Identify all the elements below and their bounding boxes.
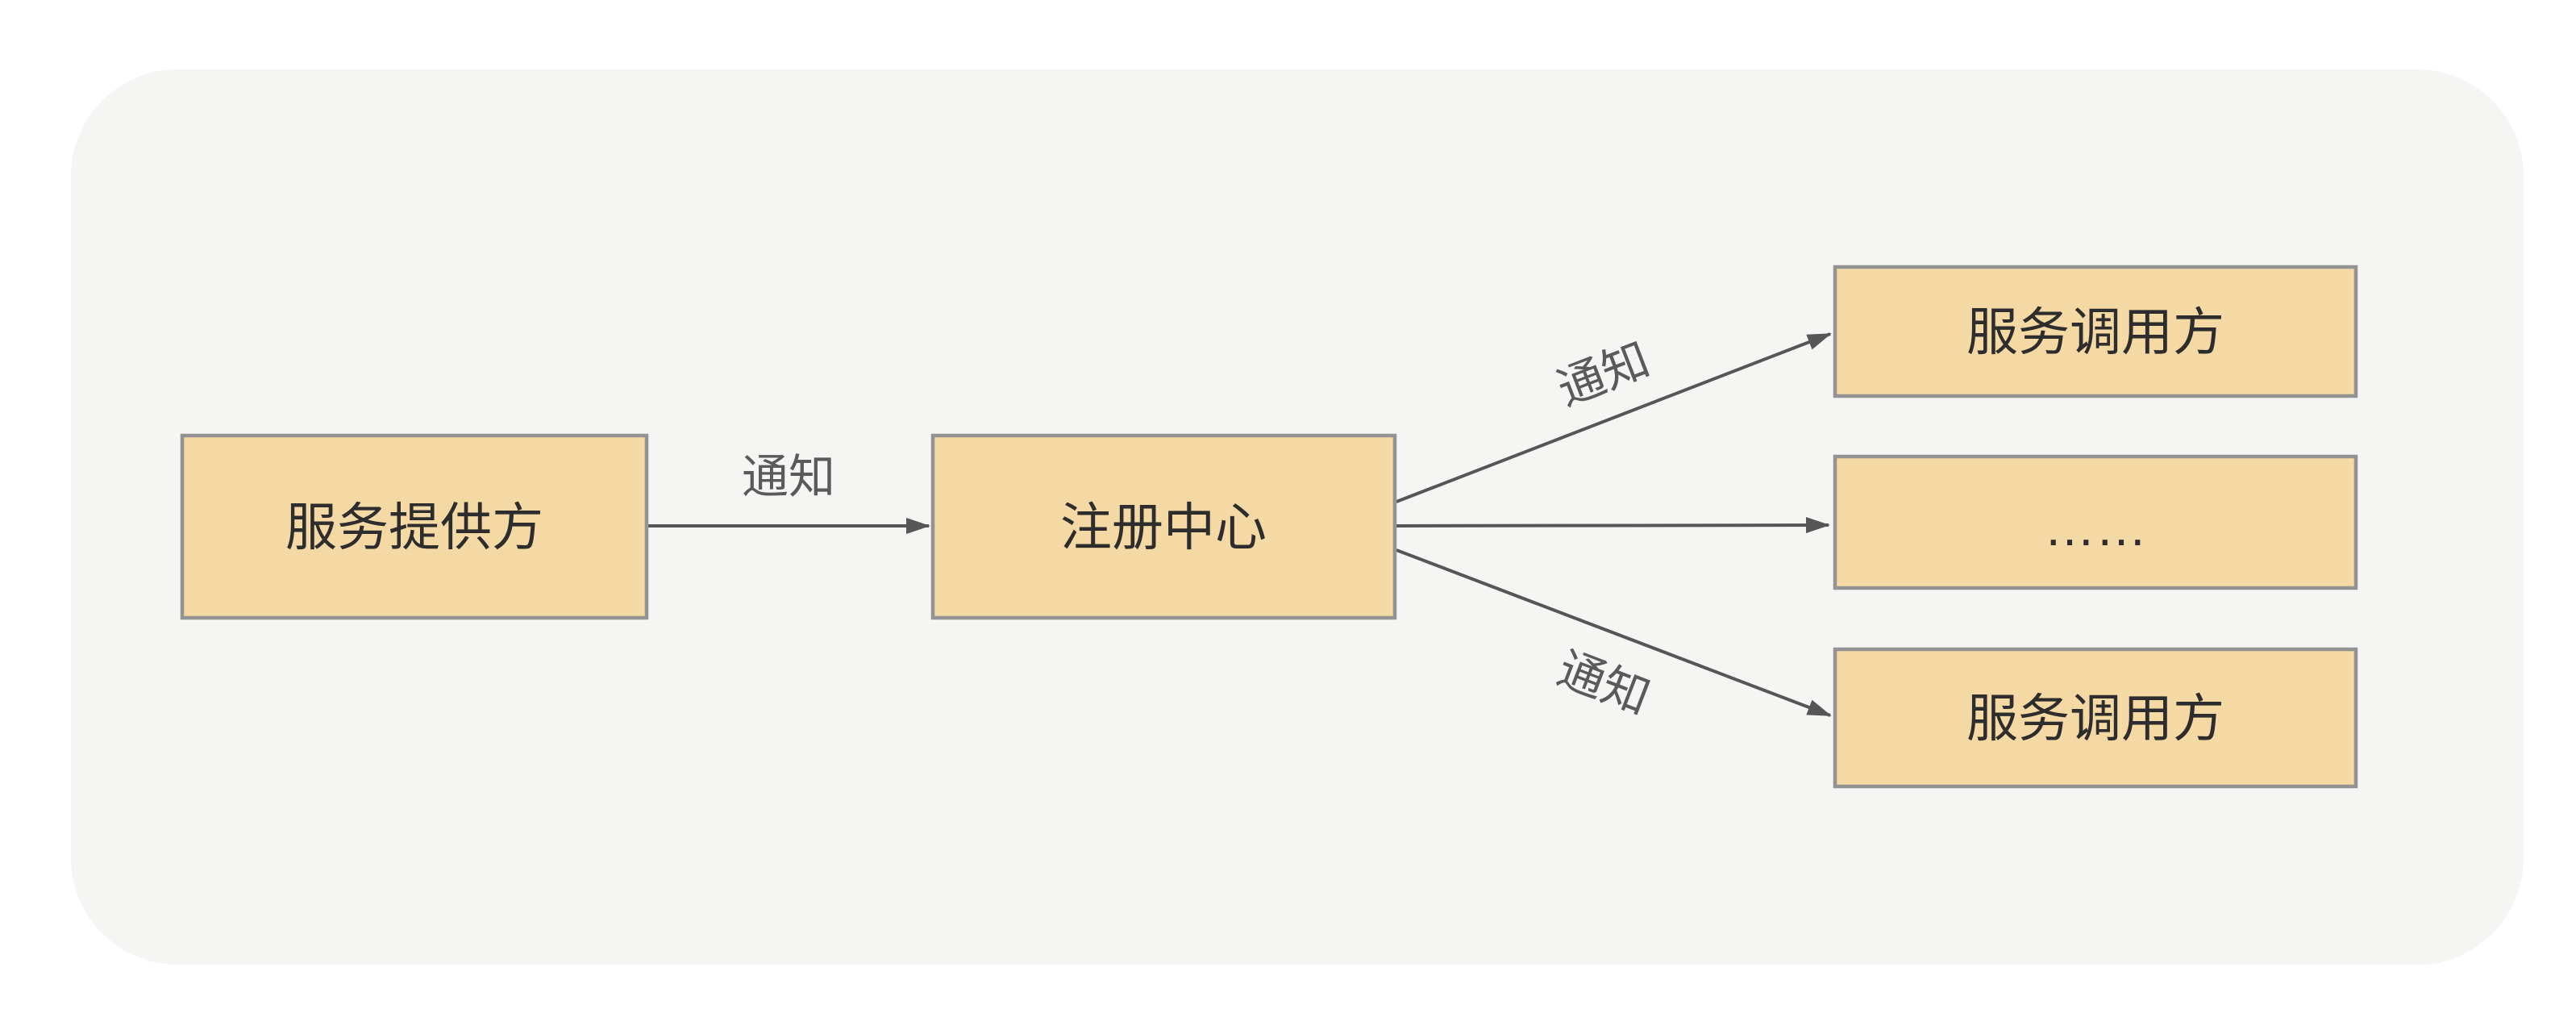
node-service-caller-top: 服务调用方: [1833, 265, 2358, 398]
arrow-registry-to-caller-bottom: [1396, 548, 1832, 717]
node-box: [180, 433, 649, 620]
node-registry-center: 注册中心: [930, 433, 1397, 620]
node-label: 服务提供方: [285, 498, 543, 557]
node-label: 服务调用方: [1966, 303, 2224, 361]
node-box: [930, 433, 1397, 620]
node-service-caller-bottom: 服务调用方: [1833, 647, 2358, 789]
node-label: ……: [2044, 498, 2147, 557]
node-caller-ellipsis: ……: [1833, 454, 2358, 590]
node-box: [1833, 647, 2358, 789]
edge-label-notify-1: 通知: [742, 451, 835, 503]
arrow-registry-to-caller-top: [1396, 332, 1832, 503]
node-service-provider: 服务提供方: [180, 433, 649, 620]
node-box: [1833, 454, 2358, 590]
node-label: 注册中心: [1060, 498, 1267, 557]
node-box: [1833, 265, 2358, 398]
arrow-registry-to-ellipsis: [1396, 517, 1830, 534]
node-label: 服务调用方: [1966, 690, 2224, 748]
